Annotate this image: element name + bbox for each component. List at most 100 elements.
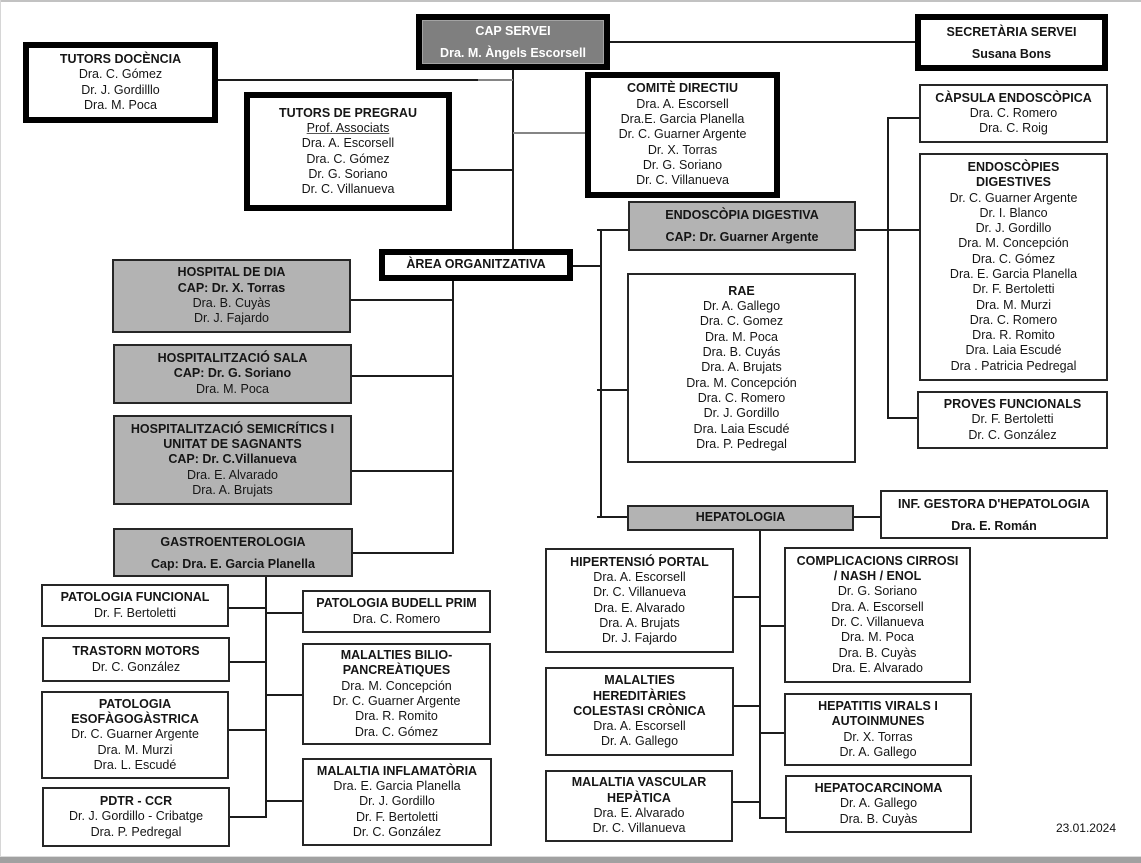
member-name: Dra. A. Escorsell [301,136,395,151]
endoscopies-digestives-box: ENDOSCÒPIES DIGESTIVES Dr. C. Guarner Ar… [919,153,1108,381]
inflamatoria-box: MALALTIA INFLAMATÒRIA Dra. E. Garcia Pla… [302,758,492,846]
member-name: Dr. J. Gordillo - Cribatge [68,809,204,824]
unit-title: MALALTIES [604,673,675,688]
tutors-docencia-box: TUTORS DOCÈNCIA Dra. C. Gómez Dr. J. Gor… [23,42,218,123]
connector-to-hepatocarcinoma [759,817,785,819]
page-frame-top [0,0,1141,2]
unit-title: MALALTIA VASCULAR [571,775,707,790]
unit-title: DIGESTIVES [975,175,1052,190]
member-name: Dr. C. González [91,659,181,674]
member-name: Dra. E. Alvarado [593,600,685,615]
esofagogastrica-box: PATOLOGIA ESOFÀGOGÀSTRICA Dr. C. Guarner… [41,691,229,779]
connector-to-patologia-funcional [229,607,266,609]
member-name: Dra. A. Escorsell [593,719,686,734]
unit-title: PDTR - CCR [99,794,173,809]
unit-title: MALALTIES BILIO- [340,648,453,663]
unit-title: TRASTORN MOTORS [72,644,200,659]
connector-to-inf-gestora [854,516,880,518]
comite-directiu-box: COMITÈ DIRECTIU Dra. A. Escorsell Dra.E.… [585,72,780,198]
connector-to-hospitalitzacio-sala [352,375,453,377]
unit-title: HEPÀTICA [607,790,671,805]
member-name: Dra. C. Romero [352,611,441,626]
member-name: Dra. M. Concepción [958,236,1069,251]
member-name: Dra. C. Gómez [78,67,163,82]
member-name: Dra. E. Garcia Planella [949,267,1078,281]
member-name: Dr. C. Villanueva [636,173,729,188]
member-name: Dra. M. Poca [84,97,157,112]
member-name: Dr. J. Gordillo [975,221,1052,236]
unit-title: RAE [728,283,755,298]
unit-head: Cap: Dra. E. Garcia Planella [151,556,315,571]
unit-title: HEPATITIS VIRALS I [818,698,938,713]
member-name: Dra. B. Cuyás [702,345,781,360]
connector-to-complicacions [759,625,784,627]
unit-title: SECRETÀRIA SERVEI [946,24,1077,39]
connector-to-budell-prim [265,612,302,614]
connector-right-trunk [600,229,602,518]
member-name: Dr. C. González [352,824,442,839]
member-name: Dra. E. Garcia Planella [333,779,461,794]
unit-title: ÀREA ORGANITZATIVA [406,257,546,272]
unit-head: CAP: Dr. G. Soriano [173,366,292,381]
unit-title: UNITAT DE SAGNANTS [163,437,302,452]
hipertensio-portal-box: HIPERTENSIÓ PORTAL Dra. A. Escorsell Dr.… [545,548,734,653]
unit-title: COMITÈ DIRECTIU [626,81,739,96]
connector-to-capsula [887,117,919,119]
member-name: Dr. C. Guarner Argente [71,727,199,742]
member-name: Dra. E. Alvarado [593,806,685,820]
unit-title: CAP SERVEI [475,24,551,38]
member-name: Dr. C. Villanueva [592,821,686,836]
member-name: Dra. M. Concepción [686,375,797,390]
member-name: Dra. M. Concepción [341,678,452,693]
unit-title: CÀPSULA ENDOSCÒPICA [935,90,1092,105]
member-name: Dra. A. Brujats [701,360,782,375]
member-name: Dra. P. Pedregal [90,824,182,839]
page-frame-bottom [0,857,1141,863]
member-name: Dra. C. Gómez [306,151,390,166]
connector-to-hepatologia [597,516,627,518]
unit-head: Susana Bons [971,46,1052,61]
member-name: Dr. F. Bertoletti [356,809,438,824]
member-name: Dra. A. Escorsell [593,569,686,584]
malaltia-vascular-box: MALALTIA VASCULAR HEPÀTICA Dra. E. Alvar… [545,770,733,842]
member-name: Dra. R. Romito [972,328,1055,343]
connector-to-comite-directiu [513,132,585,134]
member-name: Dr. C. Villanueva [831,615,924,629]
member-name: Dra. M. Murzi [976,297,1051,312]
unit-title: GASTROENTEROLOGIA [160,534,306,549]
member-name: Dra. A. Escorsell [831,599,924,614]
unit-title: INF. GESTORA D'HEPATOLOGIA [898,496,1090,511]
area-organitzativa-box: ÀREA ORGANITZATIVA [379,249,573,281]
unit-head: Dra. E. Román [951,518,1037,533]
member-name: Dr. X. Torras [647,142,718,157]
connector-to-tutors-pregrau [452,169,513,171]
member-name: Dra. P. Pedregal [696,436,787,451]
member-name: Dra. E. Alvarado [831,660,923,675]
hepatocarcinoma-box: HEPATOCARCINOMA Dr. A. Gallego Dra. B. C… [785,775,972,833]
member-name: Dr. F. Bertoletti [94,605,176,620]
member-name: Dra. B. Cuyàs [838,645,917,660]
unit-title: COMPLICACIONS CIRROSI [796,553,959,568]
member-name: Dr. C. Guarner Argente [618,127,747,142]
unit-head: CAP: Dr. C.Villanueva [168,452,297,467]
capsula-endoscopica-box: CÀPSULA ENDOSCÒPICA Dra. C. Romero Dra. … [919,84,1108,143]
member-name: Dr. J. Fajardo [193,311,270,326]
member-name: Dra. C. Gomez [699,314,784,329]
connector-to-hepatitis [759,732,784,734]
malalties-hereditaries-box: MALALTIES HEREDITÀRIES COLESTASI CRÒNICA… [545,667,734,756]
member-name: Dra . Patricia Pedregal [950,358,1077,373]
member-name: Dra. R. Romito [355,709,438,724]
unit-subtitle: Prof. Associats [306,120,390,135]
member-name: Dr. G. Soriano [308,166,388,181]
hepatologia-box: HEPATOLOGIA [627,505,854,531]
inf-gestora-hepatologia-box: INF. GESTORA D'HEPATOLOGIA Dra. E. Román [880,490,1108,539]
complicacions-cirrosi-box: COMPLICACIONS CIRROSI / NASH / ENOL Dr. … [784,547,971,683]
member-name: Dra. C. Roig [979,121,1048,136]
unit-title: PROVES FUNCIONALS [943,397,1082,412]
connector-to-tutors-docencia-end [478,79,513,81]
unit-head: CAP: Dr. X. Torras [177,280,286,295]
connector-to-pdtr-ccr [230,816,266,818]
secretaria-servei-box: SECRETÀRIA SERVEI Susana Bons [915,14,1108,71]
member-name: Dr. A. Gallego [839,744,917,759]
member-name: Dra.E. Garcia Planella [620,112,745,127]
